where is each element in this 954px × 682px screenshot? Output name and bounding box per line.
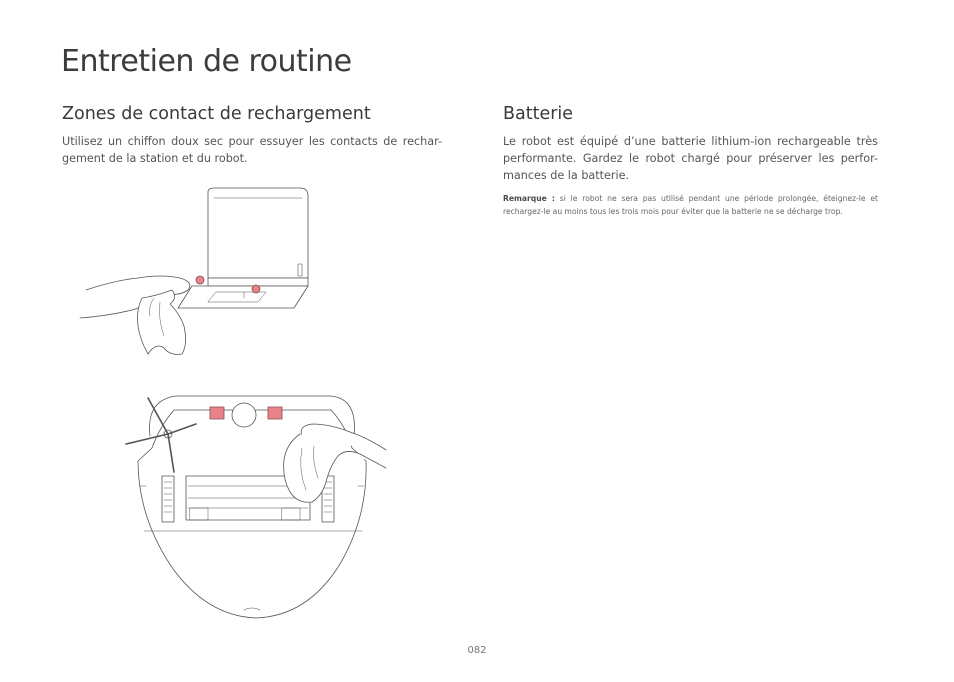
- note-label: Remarque :: [503, 194, 555, 203]
- battery-heading: Batterie: [503, 104, 574, 124]
- note-text: si le robot ne sera pas utilisé pendant …: [503, 194, 879, 216]
- cleaning-illustration: [76, 186, 396, 626]
- charging-contacts-section: Zones de contact de rechargement Utilise…: [62, 104, 442, 167]
- hand-with-cloth-illustration: [79, 275, 191, 355]
- hand-with-cloth-illustration-2: [283, 423, 387, 503]
- charging-contacts-heading: Zones de contact de rechargement: [62, 104, 371, 124]
- charging-dock-illustration: [177, 187, 309, 309]
- page-title: Entretien de routine: [61, 44, 352, 79]
- battery-note: Remarque : si le robot ne sera pas utili…: [503, 192, 878, 218]
- battery-text: Le robot est équipé d’une batterie lithi…: [503, 135, 878, 182]
- charging-contacts-text: Utilisez un chiffon doux sec pour essuye…: [62, 135, 442, 165]
- battery-section: Batterie Le robot est équipé d’une batte…: [503, 104, 878, 218]
- page-number: 082: [467, 645, 487, 656]
